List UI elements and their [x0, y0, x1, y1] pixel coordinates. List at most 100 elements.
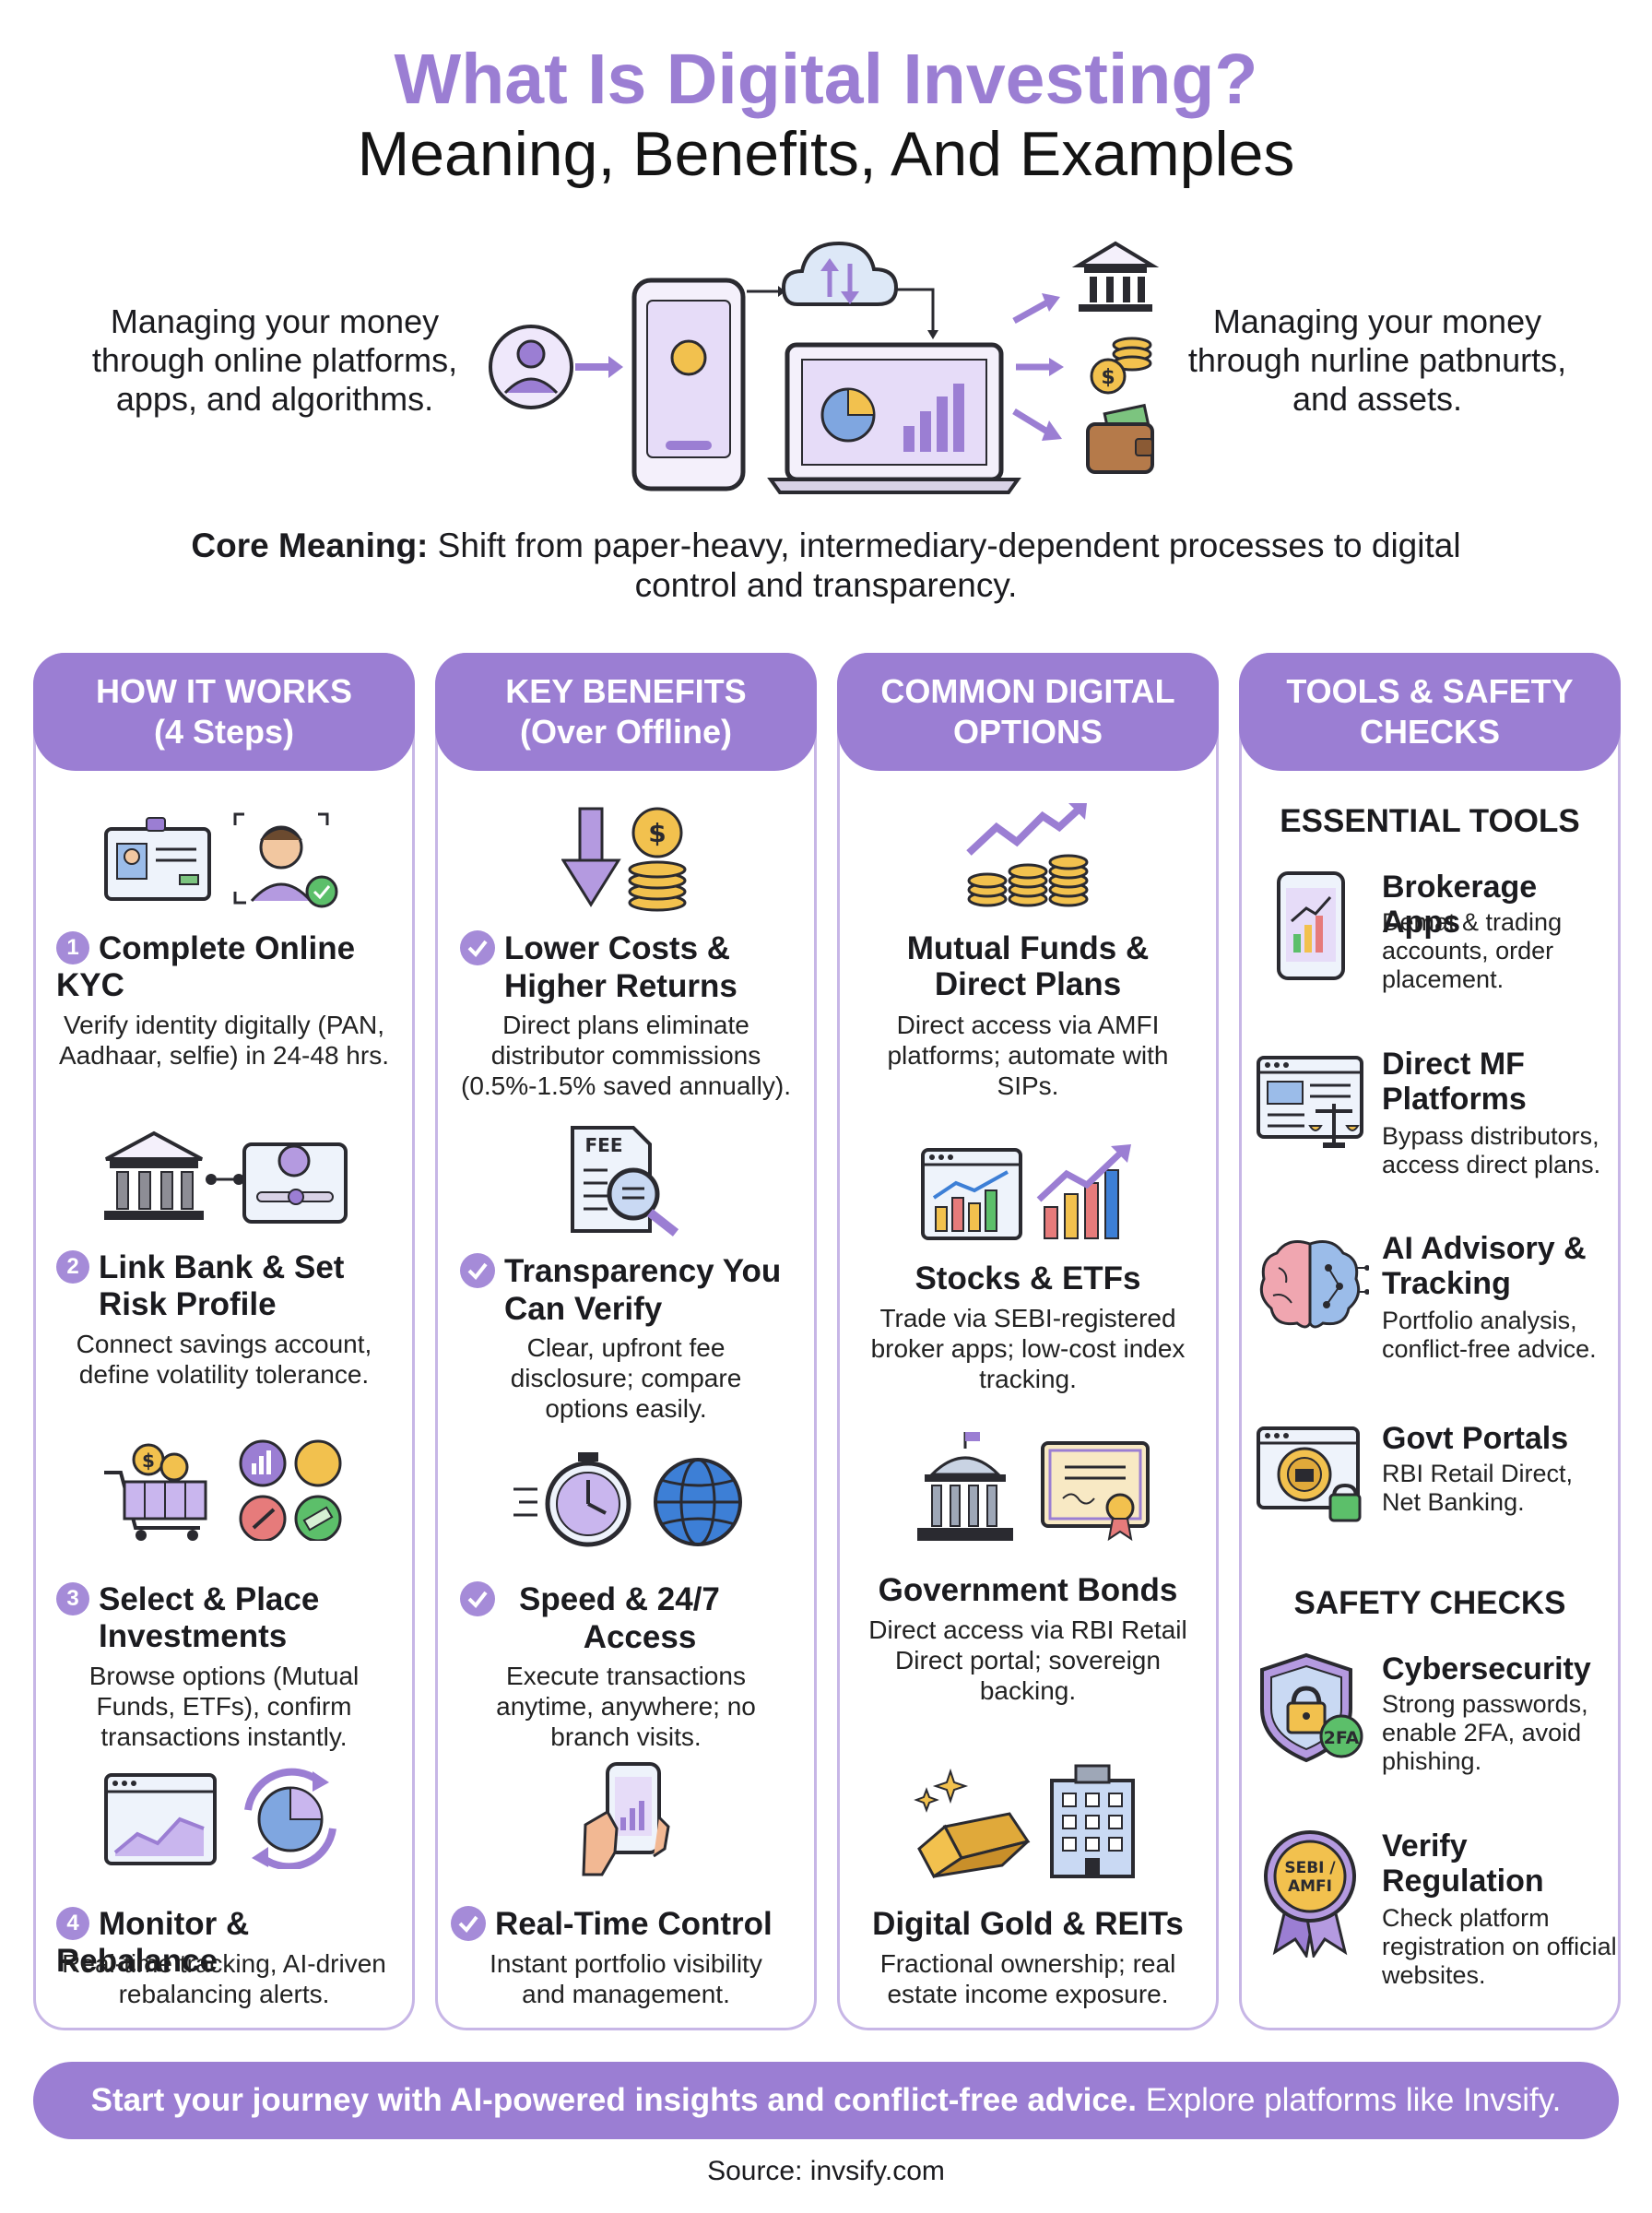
option-3-desc: Direct access via RBI Retail Direct port… [868, 1615, 1187, 1705]
step-number-badge: 3 [56, 1581, 89, 1615]
step-title-text: Investments [99, 1617, 288, 1654]
tool-govt-portals: Govt Portals RBI Retail Direct, Net Bank… [1242, 1421, 1618, 1568]
amfi-label: AMFI [1288, 1877, 1332, 1896]
check-title: Cybersecurity [1382, 1651, 1591, 1686]
column-common-digital-options: COMMON DIGITAL OPTIONS Mutual Funds &Dir… [837, 653, 1219, 2030]
coins-icon: $ [1090, 337, 1152, 395]
hand-phone-icon [582, 1762, 670, 1876]
sebi-label: SEBI / [1284, 1859, 1336, 1877]
column-header-line: HOW IT WORKS [96, 672, 352, 710]
tool-desc: Demat & trading accounts, order placemen… [1382, 908, 1563, 993]
svg-text:$: $ [142, 1450, 155, 1472]
shopping-cart-investments-icon: $ [104, 1439, 342, 1541]
check-icon [460, 929, 495, 965]
benefit-1-title: Lower Costs &Higher Returns [460, 929, 738, 1004]
column-header-line: OPTIONS [952, 713, 1103, 751]
wallet-icon [1086, 403, 1154, 474]
step-title-text: Select & Place [99, 1581, 320, 1617]
tool-title-line: AI Advisory & [1382, 1231, 1587, 1266]
user-icon [489, 325, 573, 409]
step-2-desc: Connect savings account, define volatili… [76, 1330, 372, 1389]
check-icon [460, 1580, 495, 1616]
benefit-4-desc: Instant portfolio visibility and managem… [490, 1949, 762, 2008]
benefit-4-title: Real-Time Control [451, 1905, 773, 1944]
benefit-title-text: Speed & 24/7 [519, 1581, 720, 1617]
step-1-desc: Verify identity digitally (PAN, Aadhaar,… [59, 1011, 389, 1070]
growth-coins-icon [966, 803, 1089, 907]
column-header-line: KEY BENEFITS [505, 672, 747, 710]
core-meaning: Core Meaning: Shift from paper-heavy, in… [181, 526, 1471, 605]
svg-text:$: $ [648, 818, 666, 848]
check-desc: Check platform registration on official … [1382, 1904, 1617, 1989]
svg-text:$: $ [1101, 366, 1115, 389]
tool-title-line: Tracking [1382, 1266, 1511, 1301]
benefit-2-desc: Clear, upfront fee disclosure; compare o… [510, 1333, 742, 1423]
source-credit: Source: invsify.com [707, 2156, 945, 2186]
core-meaning-text: Shift from paper-heavy, intermediary-dep… [428, 527, 1461, 604]
column-header-how-it-works: HOW IT WORKS (4 Steps) [33, 653, 415, 771]
stocks-chart-icon [921, 1144, 1131, 1240]
tool-ai-advisory: AI Advisory &Tracking Portfolio analysis… [1242, 1231, 1618, 1379]
page-title: What Is Digital Investing? [394, 40, 1258, 119]
hero-right-text: Managing your money through nurline patb… [1187, 302, 1567, 418]
step-title-text: KYC [56, 966, 124, 1003]
tool-desc: Bypass distributors, access direct plans… [1382, 1122, 1601, 1178]
footer-cta-bold: Start your journey with AI-powered insig… [90, 2082, 1138, 2118]
option-4-title: Digital Gold & REITs [872, 1906, 1184, 1942]
step-4-desc: Real-time tracking, AI-driven rebalancin… [62, 1949, 386, 2008]
sebi-badge-icon: SEBI / AMFI [1264, 1830, 1356, 1958]
check-cybersecurity: 2FA Cybersecurity Strong passwords, enab… [1242, 1651, 1618, 1799]
column-key-benefits: KEY BENEFITS (Over Offline) $ Lower Cost… [435, 653, 817, 2030]
phone-chart-icon [1277, 871, 1345, 980]
column-header-key-benefits: KEY BENEFITS (Over Offline) [435, 653, 817, 771]
column-header-common-digital-options: COMMON DIGITAL OPTIONS [837, 653, 1219, 771]
tool-title: Govt Portals [1382, 1421, 1569, 1456]
footer-cta-banner: Start your journey with AI-powered insig… [33, 2062, 1619, 2139]
bank-icon [1071, 241, 1160, 312]
option-title-text: Mutual Funds & [906, 930, 1150, 966]
option-2-desc: Trade via SEBI-registered broker apps; l… [870, 1304, 1186, 1393]
benefit-title-text: Higher Returns [504, 967, 738, 1004]
option-1-title: Mutual Funds &Direct Plans [840, 930, 1216, 1002]
hero-illustration: $ [489, 241, 1160, 494]
bank-link-icon [104, 1130, 348, 1224]
fee-document-magnifier-icon: FEE [571, 1126, 679, 1237]
column-header-tools-safety: TOOLS & SAFETY CHECKS [1239, 653, 1621, 771]
check-icon [460, 1252, 495, 1288]
benefit-title-text: Access [583, 1618, 697, 1655]
column-tools-safety: TOOLS & SAFETY CHECKS ESSENTIAL TOOLS Br… [1239, 653, 1621, 2030]
browser-scale-icon [1257, 1056, 1363, 1148]
cloud-sync-icon [781, 241, 899, 306]
column-header-line: TOOLS & SAFETY [1286, 672, 1574, 710]
tool-title: Brokerage Apps [1382, 870, 1538, 940]
fee-label: FEE [585, 1134, 623, 1156]
tool-title: AI Advisory &Tracking [1382, 1231, 1612, 1301]
benefit-3-desc: Execute transactions anytime, anywhere; … [496, 1662, 756, 1751]
laptop-dashboard-icon [767, 342, 1021, 494]
check-title-line: Verify [1382, 1828, 1468, 1864]
kyc-id-card-icon [104, 812, 338, 908]
step-number-badge: 2 [56, 1249, 89, 1284]
benefit-title-text: Transparency You [504, 1253, 782, 1289]
option-3-title: Government Bonds [878, 1572, 1178, 1608]
govt-portal-lock-icon [1257, 1426, 1362, 1522]
check-desc: Strong passwords, enable 2FA, avoid phis… [1382, 1690, 1588, 1775]
check-icon [451, 1905, 486, 1941]
step-3-desc: Browse options (Mutual Funds, ETFs), con… [88, 1662, 360, 1751]
step-title-text: Risk Profile [99, 1285, 277, 1322]
monitor-rebalance-icon [104, 1768, 336, 1869]
govt-bonds-icon [917, 1432, 1150, 1542]
twofa-label: 2FA [1324, 1728, 1360, 1748]
gold-reit-icon [914, 1764, 1135, 1879]
step-number-badge: 4 [56, 1906, 89, 1940]
tool-title-line: Direct MF [1382, 1047, 1525, 1082]
core-meaning-label: Core Meaning: [191, 527, 429, 564]
